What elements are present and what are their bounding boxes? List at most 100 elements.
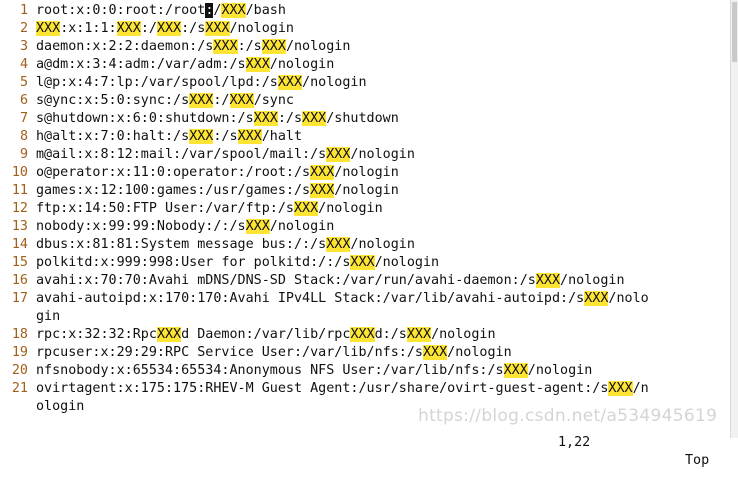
text-segment: d Daemon:/var/lib/rpc: [181, 327, 351, 342]
line-text: avahi:x:70:70:Avahi mDNS/DNS-SD Stack:/v…: [36, 272, 730, 290]
line-number: 13: [11, 219, 28, 234]
search-highlight: XXX: [36, 21, 61, 36]
text-segment: /nologin: [431, 327, 496, 342]
text-segment: /nologin: [269, 219, 335, 234]
scrollbar[interactable]: [731, 0, 738, 438]
line-number: [0, 308, 36, 326]
editor-line[interactable]: 3 daemon:x:2:2:daemon:/sXXX:/sXXX/nologin: [0, 38, 730, 56]
search-highlight: XXX: [237, 129, 262, 144]
text-segment: /nologin: [374, 255, 440, 270]
text-segment: s@hutdown:x:6:0:shutdown:/s: [36, 111, 254, 126]
text-segment: ologin: [36, 399, 85, 414]
text-segment: /nologin: [285, 39, 351, 54]
editor-line[interactable]: 9 m@ail:x:8:12:mail:/var/spool/mail:/sXXX…: [0, 146, 730, 164]
text-segment: avahi-autoipd:x:170:170:Avahi IPv4LL Sta…: [36, 291, 585, 306]
line-text: ovirtagent:x:175:175:RHEV-M Guest Agent:…: [36, 380, 730, 398]
line-number: 3: [19, 39, 28, 54]
scroll-indicator: Top: [685, 453, 710, 468]
search-highlight: XXX: [293, 201, 319, 216]
search-highlight: XXX: [189, 129, 214, 144]
text-segment: l@p:x:4:7:lp:/var/spool/lpd:/s: [36, 75, 278, 90]
text-segment: /nolo: [608, 291, 649, 306]
line-text: l@p:x:4:7:lp:/var/spool/lpd:/sXXX/nologi…: [36, 74, 730, 92]
text-segment: polkitd:x:999:998:User for polkitd:/:/s: [36, 255, 351, 270]
line-text: rpc:x:32:32:RpcXXXd Daemon:/var/lib/rpcX…: [36, 326, 730, 344]
search-highlight: XXX: [189, 93, 214, 108]
line-number: 18: [11, 327, 28, 342]
text-segment: :/s: [181, 21, 206, 36]
line-text: games:x:12:100:games:/usr/games:/sXXX/no…: [36, 182, 730, 200]
text-segment: games:x:12:100:games:/usr/games:/s: [36, 183, 311, 198]
editor-line[interactable]: 4 a@dm:x:3:4:adm:/var/adm:/sXXX/nologin: [0, 56, 730, 74]
text-segment: /nologin: [527, 363, 593, 378]
scrollbar-thumb[interactable]: [732, 2, 737, 62]
text-segment: :x:1:1:: [60, 21, 117, 36]
text-segment: dbus:x:81:81:System message bus:/:/s: [36, 237, 327, 252]
editor-line[interactable]: 18 rpc:x:32:32:RpcXXXd Daemon:/var/lib/rp…: [0, 326, 730, 344]
search-highlight: XXX: [326, 147, 351, 162]
line-text: daemon:x:2:2:daemon:/sXXX:/sXXX/nologin: [36, 38, 730, 56]
text-segment: /halt: [261, 129, 303, 144]
editor-line[interactable]: 5 l@p:x:4:7:lp:/var/spool/lpd:/sXXX/nolog…: [0, 74, 730, 92]
editor-line[interactable]: ologin: [0, 398, 730, 416]
line-number: 5: [19, 75, 28, 90]
text-segment: m@ail:x:8:12:mail:/var/spool/mail:/s: [36, 147, 327, 162]
text-segment: /shutdown: [326, 111, 399, 126]
text-segment: /nologin: [350, 237, 415, 252]
search-highlight: XXX: [535, 273, 561, 288]
text-segment: rpc:x:32:32:Rpc: [36, 327, 157, 342]
editor-line[interactable]: 14 dbus:x:81:81:System message bus:/:/sXX…: [0, 236, 730, 254]
line-number: 15: [11, 255, 28, 270]
line-number: 4: [19, 57, 28, 72]
line-number: 9: [19, 147, 28, 162]
search-highlight: XXX: [302, 111, 327, 126]
line-number: 12: [11, 201, 28, 216]
line-number: 16: [11, 273, 28, 288]
editor-line[interactable]: 15 polkitd:x:999:998:User for polkitd:/:/…: [0, 254, 730, 272]
text-segment: /nologin: [318, 201, 383, 216]
editor-line[interactable]: 19 rpcuser:x:29:29:RPC Service User:/var/…: [0, 344, 730, 362]
text-segment: /n: [632, 381, 649, 396]
text-segment: avahi:x:70:70:Avahi mDNS/DNS-SD Stack:/v…: [36, 273, 536, 288]
text-segment: :/s: [237, 39, 262, 54]
text-segment: :/: [213, 93, 230, 108]
text-segment: :/: [140, 21, 157, 36]
text-segment: daemon:x:2:2:daemon:/s: [36, 39, 214, 54]
text-segment: o@perator:x:11:0:operator:/root:/s: [36, 165, 311, 180]
editor-line[interactable]: gin: [0, 308, 730, 326]
line-text: m@ail:x:8:12:mail:/var/spool/mail:/sXXX/…: [36, 146, 730, 164]
line-number: 2: [19, 21, 28, 36]
search-highlight: XXX: [213, 39, 238, 54]
line-text: s@hutdown:x:6:0:shutdown:/sXXX:/sXXX/shu…: [36, 110, 730, 128]
line-number: [0, 398, 36, 416]
line-number: 20: [11, 363, 28, 378]
search-highlight: XXX: [253, 111, 278, 126]
line-text: dbus:x:81:81:System message bus:/:/sXXX/…: [36, 236, 730, 254]
text-segment: /nologin: [229, 21, 295, 36]
search-highlight: XXX: [277, 75, 303, 90]
line-text: s@ync:x:5:0:sync:/sXXX:/XXX/sync: [36, 92, 730, 110]
search-highlight: XXX: [503, 363, 528, 378]
text-segment: :/s: [277, 111, 303, 126]
line-text: rpcuser:x:29:29:RPC Service User:/var/li…: [36, 344, 730, 362]
line-text: o@perator:x:11:0:operator:/root:/sXXX/no…: [36, 164, 730, 182]
line-text: a@dm:x:3:4:adm:/var/adm:/sXXX/nologin: [36, 56, 730, 74]
editor-line[interactable]: 16 avahi:x:70:70:Avahi mDNS/DNS-SD Stack:…: [0, 272, 730, 290]
text-segment: ovirtagent:x:175:175:RHEV-M Guest Agent:…: [36, 381, 609, 396]
line-number: 14: [11, 237, 28, 252]
line-number: 19: [11, 345, 28, 360]
